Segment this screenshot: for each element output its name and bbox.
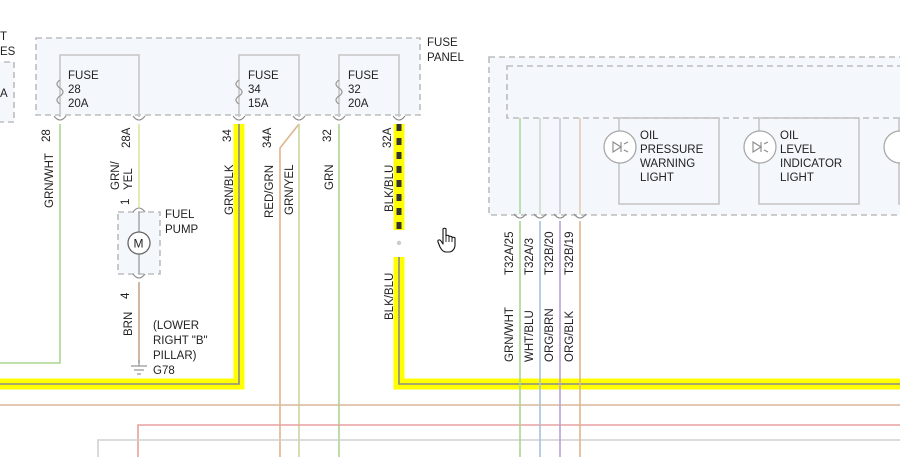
ground-label-line1: (LOWER	[153, 320, 199, 332]
fuel-pump-label-line1: FUEL	[165, 209, 195, 221]
oil-level-label-line1: OIL	[780, 130, 799, 142]
oil-pressure-label-line1: OIL	[640, 130, 659, 142]
hand-pointer-icon	[437, 227, 456, 253]
wire-32a-blk-blu[interactable]	[398, 257, 900, 385]
oil-pressure-label-line4: LIGHT	[640, 172, 674, 184]
fuel-pump-pin-1: 1	[120, 199, 132, 205]
cluster-wire-wht-blu-label: WHT/BLU	[524, 310, 536, 362]
terminal-32a: 32A	[382, 127, 394, 148]
connector-t32a-25: T32A/25	[504, 232, 516, 275]
ground-id: G78	[153, 365, 175, 377]
cluster-light-cutoff	[883, 117, 900, 205]
bus-line-gray	[97, 439, 900, 457]
oil-pressure-label-line3: WARNING	[640, 158, 695, 170]
connector-t32b-20: T32B/20	[544, 232, 556, 275]
left-module-label-line2: ES	[0, 46, 16, 58]
wire-32-label: GRN	[324, 164, 336, 190]
fuse-28-name: FUSE	[68, 70, 99, 82]
fuse-panel: FUSE PANEL FUSE 28 20A FUSE 34 15A FUSE …	[35, 37, 464, 148]
fuse-panel-outline	[35, 37, 421, 116]
connector-t32b-19: T32B/19	[564, 232, 576, 275]
fuse-34[interactable]: FUSE 34 15A	[235, 54, 300, 117]
terminal-32: 32	[322, 129, 334, 142]
ground-label-line3: PILLAR)	[153, 350, 197, 362]
fuel-pump-pin-4: 4	[120, 292, 132, 299]
wire-32a-splice-point	[396, 240, 402, 246]
wire-32a-label-top: BLK/BLU	[384, 165, 396, 212]
fuse-28-rating: 20A	[68, 98, 89, 110]
wire-32a-label-bottom: BLK/BLU	[384, 273, 396, 320]
bulb-icon	[883, 130, 900, 164]
fuse-panel-title-line2: PANEL	[427, 52, 464, 64]
wire-28a-label-line1: GRN/	[110, 160, 122, 190]
wire-32a-highlight-lower[interactable]	[393, 257, 900, 390]
wire-34a-red-grn[interactable]	[279, 123, 300, 457]
fuse-panel-terminals	[53, 115, 406, 121]
terminal-34a: 34A	[262, 127, 274, 148]
wire-28-grn-wht[interactable]	[0, 124, 61, 364]
left-module-label-line3: A	[0, 88, 8, 100]
fuse-28-number: 28	[68, 84, 81, 96]
instrument-cluster: OIL PRESSURE WARNING LIGHT OIL LEVEL IND…	[488, 56, 900, 362]
terminal-34: 34	[222, 129, 234, 142]
fuse-34-number: 34	[248, 84, 261, 96]
motor-symbol: M	[134, 237, 144, 251]
wires: GRN/WHT GRN/ YEL BRN GRN/BLK RED/GRN GRN…	[0, 123, 900, 457]
wire-grn-yel-label: GRN/YEL	[284, 164, 296, 215]
ground-g78[interactable]: (LOWER RIGHT "B" PILLAR) G78	[131, 320, 208, 377]
fuel-pump[interactable]: M FUEL PUMP 1 4	[117, 199, 199, 299]
fuse-32[interactable]: FUSE 32 20A	[335, 54, 400, 117]
ground-label-line2: RIGHT "B"	[153, 335, 208, 347]
wire-34-label: GRN/BLK	[224, 164, 236, 215]
connector-t32a-3: T32A/3	[524, 238, 536, 275]
motor-icon	[127, 231, 151, 255]
oil-pressure-label-line2: PRESSURE	[640, 144, 704, 156]
cluster-inner-module	[506, 65, 900, 119]
fuse-28[interactable]: FUSE 28 20A	[56, 54, 140, 117]
fuse-panel-title-line1: FUSE	[427, 37, 458, 49]
bus-line-red	[137, 424, 900, 457]
wire-28a-label-line2: YEL	[123, 168, 135, 190]
fuse-32-rating: 20A	[348, 98, 369, 110]
oil-level-label-line3: INDICATOR	[780, 158, 842, 170]
wire-34-grn-blk[interactable]	[0, 124, 240, 385]
left-module-cutoff: T ES A	[0, 31, 16, 123]
fuse-32-number: 32	[348, 84, 361, 96]
fuse-34-rating: 15A	[248, 98, 269, 110]
fuse-32-name: FUSE	[348, 70, 379, 82]
terminal-28: 28	[41, 129, 53, 142]
wire-brn-label: BRN	[123, 312, 135, 336]
cluster-wire-grn-wht-label: GRN/WHT	[504, 307, 516, 362]
terminal-28a: 28A	[121, 127, 133, 148]
fuel-pump-label-line2: PUMP	[165, 224, 199, 236]
fuse-34-name: FUSE	[248, 70, 279, 82]
oil-pressure-warning-light[interactable]: OIL PRESSURE WARNING LIGHT	[603, 117, 720, 205]
wire-28-label: GRN/WHT	[44, 153, 56, 208]
wire-34a-label: RED/GRN	[264, 165, 276, 218]
oil-level-label-line4: LIGHT	[780, 172, 814, 184]
left-module-label-line1: T	[0, 31, 7, 43]
cluster-wire-org-brn-label: ORG/BRN	[544, 308, 556, 362]
oil-level-indicator-light[interactable]: OIL LEVEL INDICATOR LIGHT	[743, 117, 860, 205]
oil-level-label-line2: LEVEL	[780, 144, 816, 156]
cluster-wire-org-blk-label: ORG/BLK	[564, 311, 576, 362]
